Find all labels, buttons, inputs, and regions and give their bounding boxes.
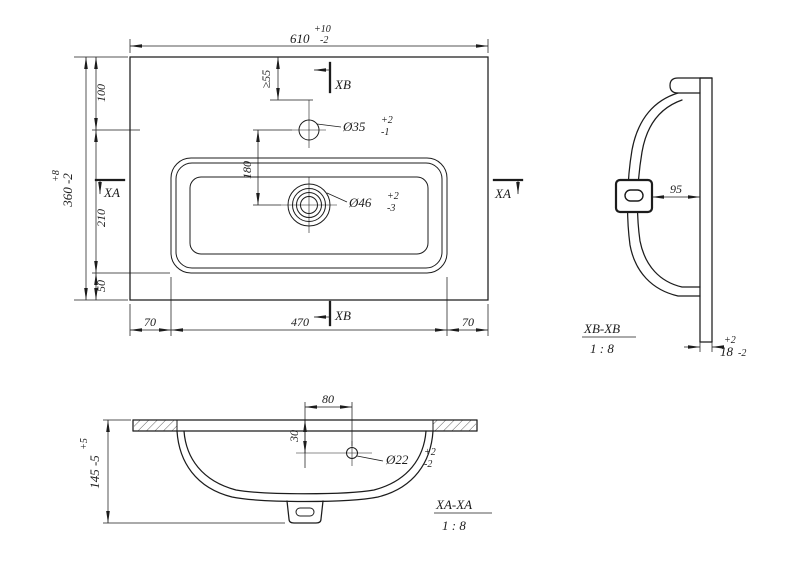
drain-slot [295, 507, 315, 517]
plan-view: +10 610 -2 +8 360 -2 100 210 50 180 [51, 24, 524, 336]
drain-tol-minus: -3 [387, 203, 395, 214]
dimension-18: +2 18 -2 [684, 335, 746, 359]
section-scale: 1 : 8 [442, 518, 466, 533]
basin-rim [170, 157, 448, 274]
section-label-xb: XB [334, 77, 351, 92]
dimension-min-55: ≥55 [259, 56, 313, 101]
back-plate [699, 77, 713, 343]
mounting-bracket [614, 178, 654, 214]
drain-dia: Ø46 [348, 195, 372, 210]
dim-18-minus: -2 [738, 348, 746, 359]
section-label-xa: XA [103, 185, 120, 200]
section-label-xb: XB [334, 308, 351, 323]
dim-height-plus: +8 [51, 170, 62, 182]
dim-70-left: 70 [144, 315, 156, 329]
dimension-95: 95 [651, 182, 701, 199]
section-mark-xb-bottom: XB [313, 300, 351, 327]
bowl-outer-profile [176, 430, 434, 503]
dim-70-right: 70 [462, 315, 474, 329]
dim-depth-value: 145 -5 [87, 455, 102, 489]
overflow-tol-minus: -2 [424, 459, 432, 470]
drain-diameter-label: Ø46 +2 -3 [326, 191, 399, 214]
section-mark-xb-top: XB [313, 61, 351, 94]
overflow-dia: Ø22 [385, 452, 409, 467]
dimension-chain-bottom: 70 470 70 [129, 277, 489, 336]
basin-mid-edge [175, 162, 443, 269]
drain-boss-outline [286, 500, 324, 524]
dimension-80: 80 [304, 392, 353, 468]
dimension-width-610: +10 610 -2 [129, 24, 489, 53]
dim-height-value: 360 -2 [60, 173, 75, 208]
dim-18-plus: +2 [724, 335, 736, 346]
overflow-diameter-label: Ø22 +2 -2 [356, 447, 436, 470]
section-mark-xa-left: XA [94, 178, 126, 200]
drain-hole [281, 177, 337, 233]
section-mark-xa-right: XA [492, 178, 524, 201]
section-title-xb: XB-XB 1 : 8 [582, 321, 636, 356]
leader-line [316, 123, 342, 128]
bracket-slot [624, 189, 644, 202]
dim-18-value: 18 [720, 344, 734, 359]
overflow-hole [296, 441, 372, 466]
bowl-inner-profile [183, 430, 427, 495]
leader-line [326, 192, 348, 203]
dim-depth-plus: +5 [79, 438, 90, 450]
basin-outer-edge [170, 157, 448, 274]
hatch-area [134, 420, 177, 431]
section-title: XB-XB [583, 321, 620, 336]
dim-min55: ≥55 [259, 70, 273, 89]
dimension-145: +5 145 -5 [79, 419, 285, 524]
faucet-tol-minus: -1 [381, 127, 389, 138]
side-section-xb: 95 +2 18 -2 XB-XB 1 : 8 [582, 77, 746, 359]
faucet-tol-plus: +2 [381, 115, 393, 126]
dimension-180: 180 [240, 129, 292, 206]
dim-470: 470 [291, 315, 309, 329]
dim-180: 180 [240, 161, 254, 179]
hatch-area [433, 420, 476, 431]
section-scale: 1 : 8 [590, 341, 614, 356]
dim-80: 80 [322, 392, 334, 406]
faucet-dia: Ø35 [342, 119, 366, 134]
dim-210: 210 [94, 209, 108, 227]
dim-95: 95 [670, 182, 682, 196]
drain-boss [286, 500, 324, 524]
dimension-height-360: +8 360 -2 [51, 56, 128, 301]
dimension-30: 30 [287, 419, 307, 454]
plan-outline [129, 56, 489, 301]
dim-100: 100 [94, 84, 108, 102]
dim-width-minus: -2 [320, 35, 328, 46]
dim-width-value: 610 [290, 31, 310, 46]
overflow-tol-plus: +2 [424, 447, 436, 458]
section-title: XA-XA [435, 497, 472, 512]
deck-profile [669, 77, 713, 94]
dim-width-plus: +10 [314, 24, 331, 35]
faucet-hole [292, 100, 326, 148]
section-title-xa: XA-XA 1 : 8 [434, 497, 492, 533]
drain-tol-plus: +2 [387, 191, 399, 202]
faucet-diameter-label: Ø35 +2 -1 [316, 115, 393, 138]
leader-line [356, 455, 384, 462]
section-label-xa: XA [494, 186, 511, 201]
front-section-xa: 80 30 Ø22 +2 -2 +5 145 -5 XA-XA 1 : 8 [79, 392, 492, 533]
dim-50: 50 [94, 280, 108, 292]
dim-30: 30 [287, 430, 301, 443]
bracket-body [614, 178, 654, 214]
dimension-chain-left: 100 210 50 [92, 56, 170, 301]
